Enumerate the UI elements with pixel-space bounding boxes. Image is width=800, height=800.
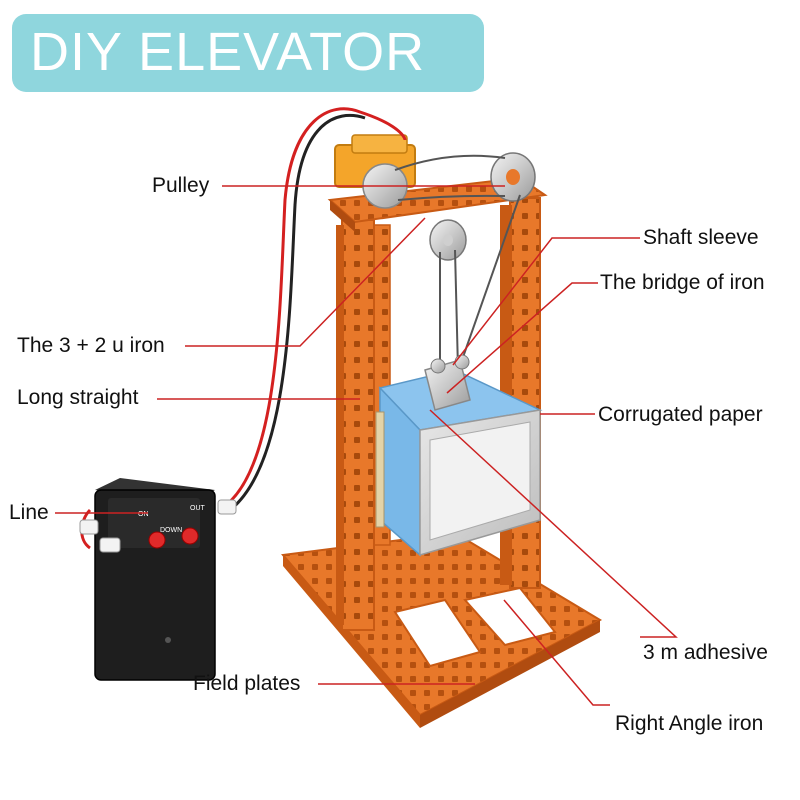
label-right-angle-iron: Right Angle iron [615,712,764,735]
long-straight-left [336,219,375,631]
title-banner [12,14,484,92]
leader-right-angle-iron [503,599,610,706]
pulley-top [490,152,536,202]
drive-belt [394,154,521,371]
leader-adhesive [429,409,678,638]
label-pulley: Pulley [152,174,210,197]
label-long-straight: Long straight [17,386,139,409]
label-u-iron: The 3 + 2 u iron [17,334,165,357]
page-title: DIY ELEVATOR [30,22,426,82]
switch-label-on: ON [138,511,149,518]
field-plate-base [281,531,603,728]
leader-u-iron [185,217,426,347]
leader-lines [55,185,678,706]
label-adhesive: 3 m adhesive [643,641,768,664]
leader-shaft-sleeve [452,237,640,366]
bridge-of-iron [424,354,471,411]
switch-label-down: DOWN [160,527,182,534]
label-line: Line [9,501,49,524]
label-shaft-sleeve: Shaft sleeve [643,226,759,249]
leader-bridge-of-iron [446,282,598,394]
battery-box [94,478,216,681]
label-bridge-of-iron: The bridge of iron [600,271,765,294]
battery-box-switch-labels: ON OUT DOWN [138,505,206,534]
label-corrugated-paper: Corrugated paper [598,403,763,426]
switch-label-out: OUT [190,505,206,512]
wire-connectors [79,499,237,553]
pulley-lower [429,219,467,261]
label-field-plates: Field plates [193,672,301,695]
